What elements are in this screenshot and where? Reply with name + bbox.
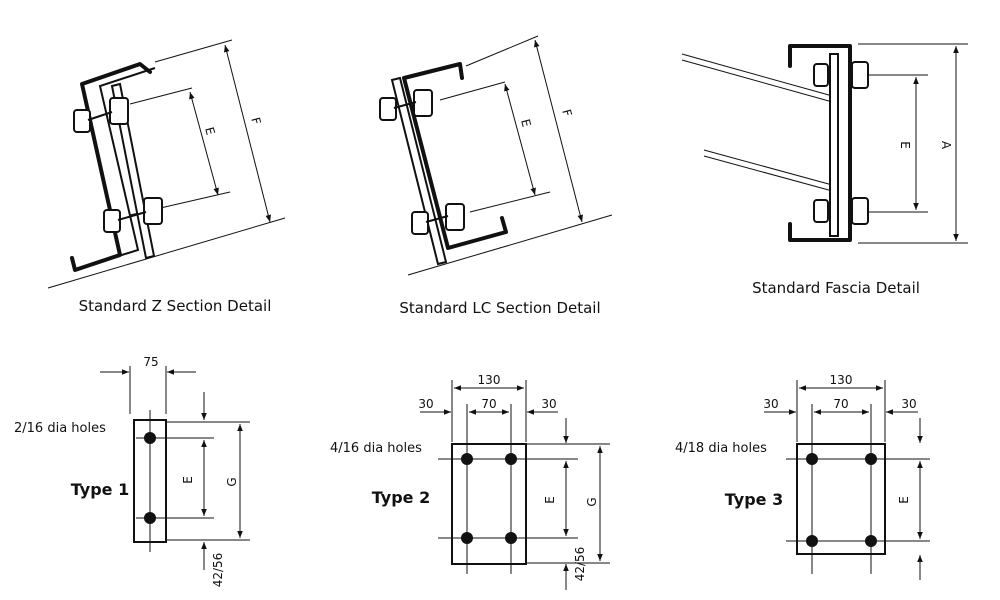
type1-dim-g: G [225, 477, 239, 486]
lc-section-detail: E F Standard LC Section Detail [379, 35, 613, 317]
type2-left: 30 [418, 397, 433, 411]
bolt-icon [379, 89, 433, 121]
type3-dim-e: E [897, 496, 911, 504]
type2-edge: 42/56 [573, 547, 587, 582]
type1-plate-detail: 75 E G 42/56 2/16 dia holes Type 1 [14, 355, 250, 587]
type3-overall: 130 [830, 373, 853, 387]
type2-overall: 130 [478, 373, 501, 387]
lc-purlin [402, 62, 508, 250]
bolt-icon [813, 197, 869, 225]
type2-dim-g: G [585, 497, 599, 506]
lc-dim-e: E [518, 117, 533, 128]
type2-name: Type 2 [372, 488, 430, 507]
type2-holes: 4/16 dia holes [330, 441, 422, 456]
fascia-plate [829, 53, 839, 237]
bolt-icon [411, 203, 465, 235]
type1-holes: 2/16 dia holes [14, 421, 106, 436]
z-section-detail: E F Standard Z Section Detail [47, 39, 286, 315]
z-section-title: Standard Z Section Detail [79, 297, 272, 315]
type2-right: 30 [541, 397, 556, 411]
type1-dim-e: E [181, 476, 195, 484]
z-purlin [70, 62, 152, 272]
type1-width: 75 [143, 355, 158, 369]
type1-edge: 42/56 [211, 553, 225, 588]
type2-dim-e: E [543, 496, 557, 504]
z-dim-e: E [202, 125, 217, 136]
bolt-icon [103, 197, 163, 233]
bolt-icon [73, 97, 129, 133]
fascia-dim-e: E [898, 141, 912, 149]
bolt-icon [813, 61, 869, 89]
lc-rafter-plate [390, 76, 448, 266]
type3-plate-detail: 130 70 30 30 E 4/18 dia holes Type 3 [675, 373, 930, 580]
type3-left: 30 [763, 397, 778, 411]
type2-plate-detail: 130 70 30 30 E G 42/56 4/16 dia holes Ty… [330, 373, 610, 590]
z-dim-f: F [248, 116, 263, 126]
type3-name: Type 3 [725, 490, 783, 509]
type1-name: Type 1 [71, 480, 129, 499]
fascia-dim-a: A [939, 141, 953, 150]
type3-center: 70 [833, 397, 848, 411]
fascia-title: Standard Fascia Detail [752, 279, 920, 297]
type3-holes: 4/18 dia holes [675, 441, 767, 456]
lc-section-title: Standard LC Section Detail [399, 299, 600, 317]
fascia-channel [788, 44, 852, 242]
lc-dim-f: F [559, 108, 574, 118]
type2-center: 70 [481, 397, 496, 411]
type3-right: 30 [901, 397, 916, 411]
fascia-detail: E A Standard Fascia Detail [681, 43, 968, 297]
